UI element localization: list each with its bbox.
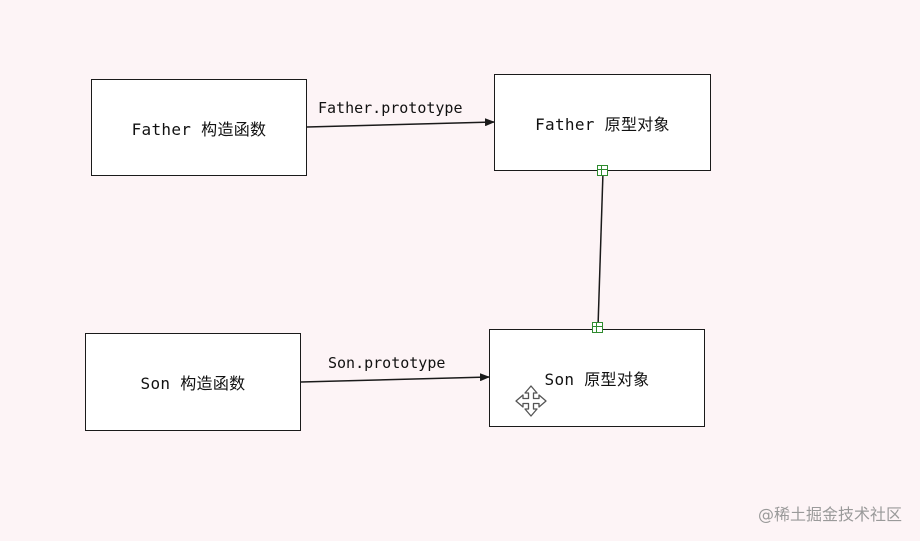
son-prototype-object-label: Son 原型对象 — [544, 370, 650, 389]
watermark: @稀土掘金技术社区 — [757, 505, 902, 524]
connection-handle-icon[interactable] — [597, 165, 608, 176]
son-prototype-arrow-label: Son.prototype — [328, 354, 446, 372]
father-constructor-label: Father 构造函数 — [131, 119, 267, 139]
son-constructor-label: Son 构造函数 — [140, 374, 246, 393]
move-cursor-icon — [515, 385, 547, 417]
son-prototype-arrow[interactable] — [300, 373, 490, 383]
father-prototype-object-box[interactable]: Father 原型对象 — [494, 74, 711, 171]
son-constructor-box[interactable]: Son 构造函数 — [85, 333, 301, 431]
father-constructor-box[interactable]: Father 构造函数 — [91, 79, 307, 176]
father-prototype-arrow-label: Father.prototype — [318, 99, 463, 117]
son-prototype-object-box[interactable]: Son 原型对象 — [489, 329, 705, 427]
son-to-father-prototype-connector[interactable] — [597, 171, 604, 328]
father-prototype-object-label: Father 原型对象 — [535, 114, 670, 134]
connection-handle-icon[interactable] — [592, 322, 603, 333]
father-prototype-arrow[interactable] — [306, 118, 495, 128]
